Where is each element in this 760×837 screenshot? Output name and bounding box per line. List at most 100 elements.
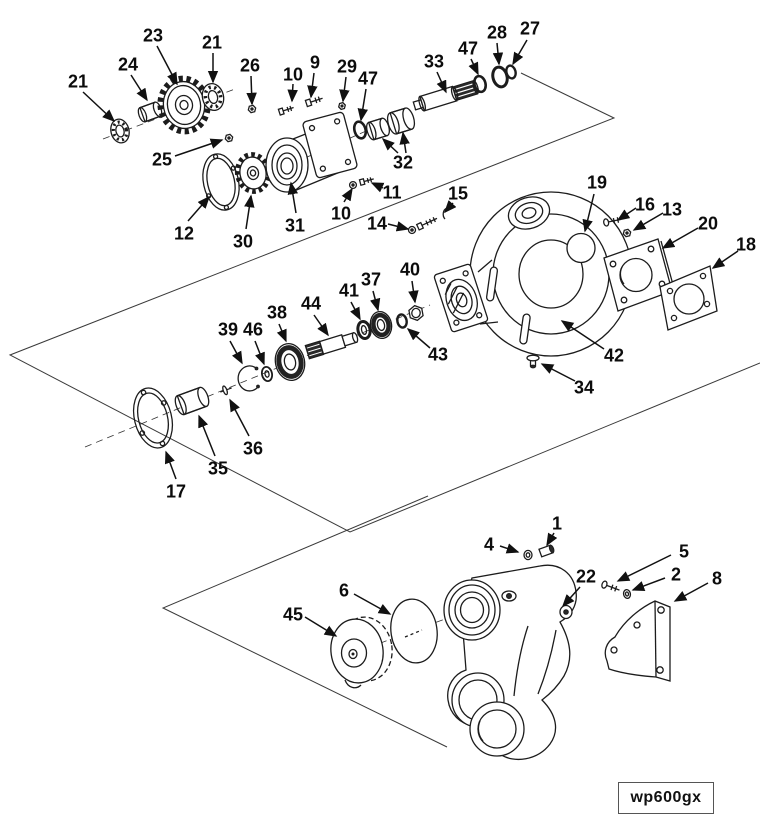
bolt-9 (304, 96, 323, 108)
callout-label-34: 34 (574, 378, 594, 398)
callout-leader-43 (406, 328, 431, 349)
callout-label-12: 12 (174, 224, 194, 244)
bearing-ring-21-left (110, 118, 130, 144)
callout-leader-10 (341, 187, 353, 203)
callout-label-14: 14 (367, 214, 387, 234)
callout-leader-13 (632, 212, 664, 231)
callout-label-23: 23 (143, 26, 163, 46)
ring-27 (505, 64, 517, 80)
callout-leader-17 (164, 450, 177, 480)
perspective-plane-lines (8, 72, 760, 748)
gasket-18 (659, 265, 718, 331)
callout-label-20: 20 (698, 214, 718, 234)
bushing-32b (386, 107, 416, 135)
snap-ring-39 (237, 365, 260, 392)
callout-label-26: 26 (240, 56, 260, 76)
callout-label-2: 2 (671, 565, 681, 585)
callout-leader-8 (673, 582, 709, 602)
callout-label-5: 5 (679, 542, 689, 562)
callout-label-9: 9 (310, 53, 320, 73)
bearing-38 (274, 343, 306, 381)
callout-leader-15 (444, 200, 457, 214)
callout-leader-47 (468, 58, 479, 76)
callout-label-43: 43 (428, 345, 448, 365)
callout-label-39: 39 (218, 320, 238, 340)
callout-leader-9 (307, 72, 318, 99)
callout-label-18: 18 (736, 235, 756, 255)
bearing-37 (369, 310, 393, 340)
callout-leader-16 (616, 207, 637, 221)
nut-26 (247, 104, 257, 114)
callout-leader-25 (174, 138, 224, 157)
o-ring-47-left (352, 120, 368, 140)
callout-leader-36 (229, 398, 250, 437)
callout-label-27: 27 (520, 19, 540, 39)
callout-label-17: 17 (166, 482, 186, 502)
pump-inlet-flange (433, 263, 489, 333)
ring-46 (260, 365, 274, 383)
callout-label-25: 25 (152, 150, 172, 170)
callout-leader-10 (287, 83, 298, 103)
seal-disc-6 (390, 598, 438, 664)
callout-label-33: 33 (424, 52, 444, 72)
callout-label-22: 22 (576, 567, 596, 587)
plug-1 (538, 544, 555, 558)
bolt-5 (601, 580, 620, 592)
callout-label-35: 35 (208, 459, 228, 479)
callout-label-47: 47 (358, 69, 378, 89)
impeller-shaft-44 (304, 331, 359, 360)
callout-leader-47 (357, 88, 368, 122)
bolt-11 (358, 177, 374, 187)
callout-label-30: 30 (233, 232, 253, 252)
bolt-14 (415, 216, 438, 231)
callout-leader-38 (276, 323, 287, 343)
callout-leader-27 (512, 39, 528, 66)
callout-label-45: 45 (283, 605, 303, 625)
callout-leader-11 (370, 182, 385, 193)
callout-label-21: 21 (68, 72, 88, 92)
nut-25 (224, 133, 234, 143)
callout-leader-41 (350, 301, 361, 321)
callout-label-32: 32 (393, 153, 413, 173)
callout-leader-42 (560, 320, 605, 350)
callout-leader-44 (313, 314, 329, 337)
callout-leader-23 (156, 45, 178, 86)
callout-leader-22 (561, 586, 581, 608)
figure-code-text: wp600gx (630, 789, 702, 806)
callout-label-16: 16 (635, 195, 655, 215)
callout-label-11: 11 (382, 183, 401, 203)
callout-label-1: 1 (552, 514, 562, 534)
callout-label-19: 19 (587, 173, 607, 193)
drive-shaft-33 (412, 79, 480, 112)
callout-leader-45 (304, 616, 338, 637)
callout-label-38: 38 (267, 303, 287, 323)
callout-leader-39 (229, 340, 243, 365)
callout-leader-31 (287, 181, 299, 214)
callout-leader-46 (254, 340, 265, 366)
bearing-21-right (201, 83, 225, 111)
callout-leader-21 (82, 91, 116, 123)
o-ring-47-right (472, 74, 488, 94)
bearing-housing-31 (265, 111, 358, 193)
callout-leader-12 (187, 195, 210, 222)
pump-housing-22 (443, 564, 577, 761)
callout-label-36: 36 (243, 439, 263, 459)
callout-label-42: 42 (604, 346, 624, 366)
callout-leader-18 (711, 250, 739, 269)
callout-leader-6 (353, 593, 392, 615)
impeller-45 (330, 616, 393, 689)
callout-label-6: 6 (339, 581, 349, 601)
spacer-41 (356, 319, 372, 341)
mounting-plate-20 (603, 238, 676, 312)
bracket-8 (604, 600, 671, 682)
callout-label-44: 44 (301, 294, 321, 314)
callout-label-10: 10 (331, 204, 351, 224)
callout-leader-4 (499, 543, 520, 554)
drive-gear-23 (157, 75, 211, 135)
fitting-34 (526, 354, 540, 369)
gasket-17 (132, 387, 174, 449)
callout-label-31: 31 (285, 216, 305, 236)
callout-leader-40 (408, 280, 419, 304)
